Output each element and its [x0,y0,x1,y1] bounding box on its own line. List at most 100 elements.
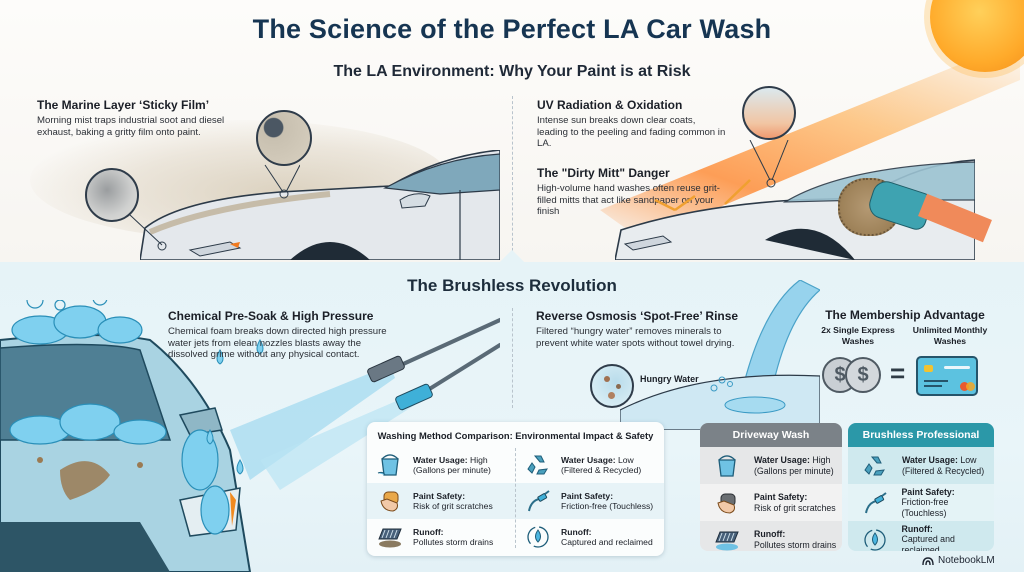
comparison-row-right-water: Water Usage: Low(Filtered & Recycled) [523,447,641,483]
row-detail: Captured and reclaimed [901,534,955,551]
row-label: Paint Safety: [413,490,466,501]
brushless-row-water: Water Usage: Low(Filtered & Recycled) [848,447,994,484]
presoak-heading: Chemical Pre-Soak & High Pressure [168,309,374,323]
row-label: Runoff: [901,523,933,534]
presoak-block: Chemical Pre-Soak & High Pressure Chemic… [168,309,398,361]
uv-heading: UV Radiation & Oxidation [537,98,683,112]
comparison-row-left-runoff: Runoff:Pollutes storm drains [375,519,493,555]
row-label: Water Usage: [902,455,958,465]
dirty-mitt-body: High-volume hand washes often reuse grit… [537,183,720,217]
storm-drain-icon [712,527,742,552]
row-label: Runoff: [561,526,592,537]
brushless-row-paint: Paint Safety:Friction-free (Touchless) [848,484,994,521]
pressure-spray-illustration [206,318,500,490]
row-label: Water Usage: [561,454,616,465]
row-detail: Pollutes storm drains [413,537,494,547]
equals-sign: = [890,358,906,388]
brushless-row-runoff: Runoff:Captured and reclaimed [848,521,994,551]
single-washes-label: 2x Single Express Washes [821,325,895,346]
ro-rinse-body: Filtered “hungry water” removes minerals… [536,326,735,349]
row-detail: (Filtered & Recycled) [902,465,985,476]
brushless-title: The Brushless Revolution [407,276,617,295]
uv-lens-pointer [749,140,789,188]
cracked-paint-magnifier-lens [742,86,796,140]
hand-sponge-icon [375,488,405,514]
ro-rinse-heading: Reverse Osmosis ‘Spot-Free’ Rinse [536,309,739,323]
row-detail: Friction-free (Touchless) [561,501,654,511]
row-label: Paint Safety: [901,486,955,497]
water-pour-illustration [620,280,820,430]
marine-layer-block: The Marine Layer ‘Sticky Film’ Morning m… [37,98,237,138]
presoak-body: Chemical foam breaks down directed high … [168,326,387,360]
brushless-professional-header: Brushless Professional [848,423,994,447]
row-value: High [812,455,831,465]
row-label: Paint Safety: [561,490,614,501]
row-value: Low [960,455,977,465]
uv-body: Intense sun breaks down clear coats, lea… [537,115,726,149]
lens-pointer-lines [129,164,300,251]
membership-heading: The Membership Advantage [825,308,985,322]
notebooklm-brand: NotebookLM [922,555,995,566]
recycle-icon [860,453,890,479]
silver-car-illustration [140,150,500,260]
recycle-icon [523,452,553,478]
driveway-row-water: Water Usage: High(Gallons per minute) [700,447,842,484]
comparison-row-right-paint: Paint Safety:Friction-free (Touchless) [523,483,653,519]
row-value: High [470,454,488,465]
row-detail: Captured and reclaimed [561,537,653,547]
driveway-row-runoff: Runoff:Pollutes storm drains [700,521,842,551]
membership-card-icon [916,356,978,396]
water-cycle-icon [523,524,553,550]
row-detail: (Gallons per minute) [413,465,491,475]
hungry-water-magnifier-lens [590,364,634,408]
row-value: Low [618,454,634,465]
brushless-divider [512,308,513,408]
particle-magnifier-lens [256,110,312,166]
row-detail: (Filtered & Recycled) [561,465,642,475]
section-divider [512,96,513,256]
membership-block: The Membership Advantage [815,308,995,322]
spray-wand-icon [523,488,553,514]
brushless-professional-card: Brushless Professional Water Usage: Low(… [848,423,994,551]
row-detail: Risk of grit scratches [754,502,836,513]
hungry-water-label: Hungry Water [640,374,699,384]
driveway-wash-card: Driveway Wash Water Usage: High(Gallons … [700,423,842,551]
marine-layer-body: Morning mist traps industrial soot and d… [37,115,225,138]
comparison-row-right-runoff: Runoff:Captured and reclaimed [523,519,653,555]
row-detail: Friction-free (Touchless) [901,497,949,518]
row-detail: Pollutes storm drains [754,539,837,550]
uv-block: UV Radiation & Oxidation Intense sun bre… [537,98,727,150]
page-title: The Science of the Perfect LA Car Wash [252,14,772,44]
comparison-table: Washing Method Comparison: Environmental… [367,422,664,556]
ro-rinse-block: Reverse Osmosis ‘Spot-Free’ Rinse Filter… [536,309,756,349]
section-subtitle: The LA Environment: Why Your Paint is at… [333,63,691,80]
hand-sponge-icon [712,490,742,516]
row-detail: (Gallons per minute) [754,465,834,476]
water-cycle-icon [860,527,890,552]
driveway-wash-header: Driveway Wash [700,423,842,447]
row-detail: Risk of grit scratches [413,501,493,511]
comparison-divider [515,448,516,548]
comparison-table-title: Washing Method Comparison: Environmental… [377,430,654,441]
brand-label: NotebookLM [938,555,995,566]
foam-car-illustration [0,300,252,572]
row-label: Runoff: [413,526,444,537]
coin-icon: $ [845,357,881,393]
comparison-row-left-paint: Paint Safety:Risk of grit scratches [375,483,493,519]
comparison-row-left-water: Water Usage: High(Gallons per minute) [375,447,491,483]
notebooklm-logo-icon [922,556,934,565]
row-label: Water Usage: [413,454,468,465]
bucket-icon [712,453,742,479]
soot-magnifier-lens [85,168,139,222]
marine-layer-heading: The Marine Layer ‘Sticky Film’ [37,98,210,112]
row-label: Runoff: [754,529,786,539]
row-label: Water Usage: [754,455,810,465]
spray-wand-icon [860,490,889,516]
driveway-row-paint: Paint Safety:Risk of grit scratches [700,484,842,521]
bucket-icon [375,452,405,478]
dirty-mitt-block: The "Dirty Mitt" Danger High-volume hand… [537,166,727,218]
unlimited-washes-label: Unlimited Monthly Washes [912,325,988,346]
row-label: Paint Safety: [754,492,808,502]
storm-drain-icon [375,524,405,550]
dirty-mitt-heading: The "Dirty Mitt" Danger [537,166,670,180]
